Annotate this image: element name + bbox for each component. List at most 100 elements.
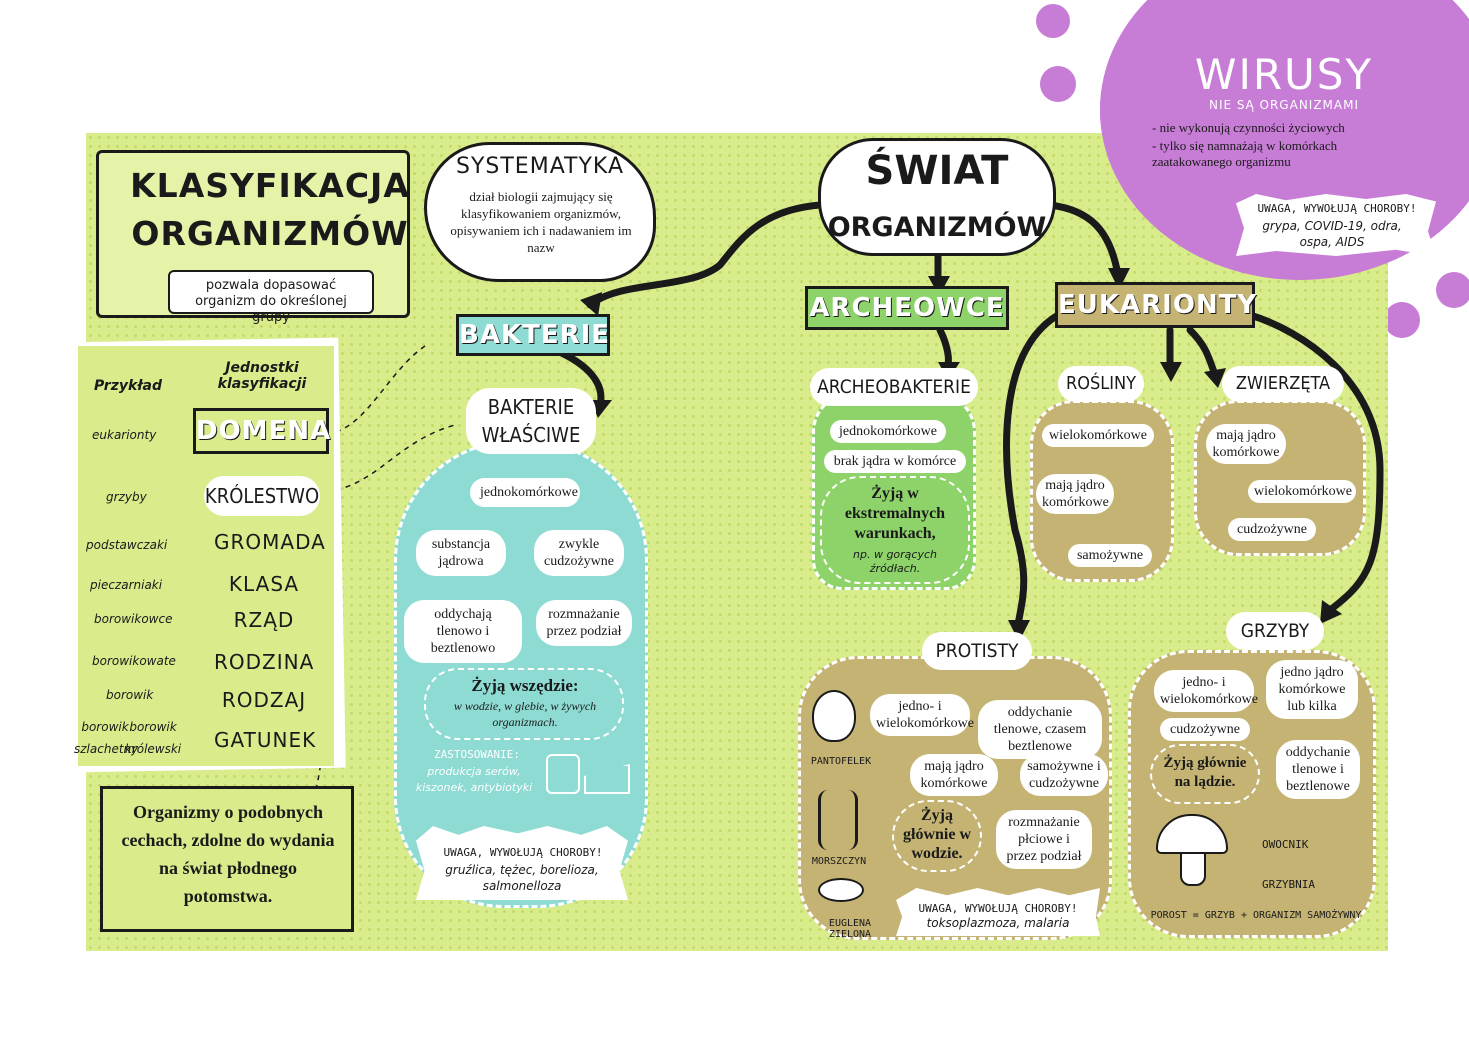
grzyby-habitat-ring xyxy=(1150,744,1260,804)
systematyka-cloud xyxy=(424,142,656,282)
protisty-feature: jedno- i wielokomórkowe xyxy=(870,694,974,736)
grzyby-name: GRZYBY xyxy=(1226,612,1324,650)
col-example-header: Przykład xyxy=(93,378,163,394)
bakterie-diseases: gruźlica, tężec, borelioza, salmonelloza xyxy=(445,863,599,893)
grzyby-feature: jedno jądro komórkowe lub kilka xyxy=(1266,660,1358,719)
rank-gatunek: GATUNEK xyxy=(214,728,317,752)
mushroom-stem-icon xyxy=(1180,852,1206,886)
wirusy-diseases: grypa, COVID-19, odra, ospa, AIDS xyxy=(1262,219,1402,249)
swiat-title-line1: ŚWIAT xyxy=(865,148,1009,194)
bakterie-feature: jednokomórkowe xyxy=(470,478,580,507)
protisty-example: EUGLENA ZIELONA xyxy=(828,918,872,940)
zwierzeta-name: ZWIERZĘTA xyxy=(1222,366,1344,402)
virus-spike-ball xyxy=(1040,66,1076,102)
wirusy-warning-burst xyxy=(1236,194,1436,256)
protisty-habitat-ring xyxy=(892,800,982,872)
porost-note: POROST = GRZYB + ORGANIZM SAMOŻYWNY xyxy=(1150,910,1362,921)
domain-archeowce: ARCHEOWCE xyxy=(805,286,1009,330)
grzyby-feature: cudzożywne xyxy=(1160,718,1250,741)
grzyby-feature: jedno- i wielokomórkowe xyxy=(1154,670,1258,712)
rank-rodzaj: RODZAJ xyxy=(221,688,307,712)
col-units-header: Jednostki klasyfikacji xyxy=(217,360,307,392)
species-definition-box xyxy=(100,786,354,932)
bakterie-habitat-text: w wodzie, w glebie, w żywych organizmach… xyxy=(453,699,597,729)
swiat-title-line2: ORGANIZMÓW xyxy=(827,212,1047,243)
archeo-habitat-title: Żyją w ekstremalnych warunkach, xyxy=(844,485,946,542)
wirusy-warning: UWAGA, WYWOŁUJĄ CHOROBY! xyxy=(1257,202,1417,215)
archeo-habitat-text: np. w gorących źródłach. xyxy=(853,548,937,575)
bakterie-habitat-ring xyxy=(424,668,624,740)
bakterie-warning: UWAGA, WYWOŁUJĄ CHOROBY! xyxy=(443,846,603,859)
example-krolestwo: grzyby xyxy=(106,490,147,504)
protisty-warning-burst xyxy=(896,888,1100,936)
protisty-name: PROTISTY xyxy=(922,632,1032,670)
bakterie-feature: substancja jądrowa xyxy=(416,530,506,576)
archeo-name: ARCHEOBAKTERIE xyxy=(810,368,978,406)
protisty-warning: UWAGA, WYWOŁUJĄ CHOROBY! xyxy=(918,902,1078,915)
page-title: KLASYFIKACJA ORGANIZMÓW xyxy=(130,166,410,253)
bakterie-feature: rozmnażanie przez podział xyxy=(536,600,632,646)
rosliny-feature: mają jądro komórkowe xyxy=(1036,474,1114,514)
systematyka-text: dział biologii zajmujący się klasyfikowa… xyxy=(450,189,632,255)
virus-spike-ball xyxy=(1036,4,1070,38)
example-gromada: podstawczaki xyxy=(86,538,168,552)
grzyby-habitat: Żyją głównie na lądzie. xyxy=(1163,755,1247,790)
protisty-feature: samożywne i cudzożywne xyxy=(1020,754,1108,796)
virus-spike-ball xyxy=(1436,272,1469,308)
domain-eukarionty: EUKARIONTY xyxy=(1055,282,1256,328)
example-gatunek-2: borowik królewski xyxy=(124,720,182,756)
protisty-feature: oddychanie tlenowe, czasem beztlenowe xyxy=(978,700,1102,759)
bakterie-feature: oddychają tlenowo i beztlenowo xyxy=(404,600,522,663)
rosliny-name: ROŚLINY xyxy=(1058,366,1144,402)
archeo-habitat-ring xyxy=(820,476,970,584)
bakterie-use-text: produkcja serów, kiszonek, antybiotyki xyxy=(415,765,533,794)
rank-rodzina: RODZINA xyxy=(214,650,315,674)
zwierzeta-feature: mają jądro komórkowe xyxy=(1206,424,1286,464)
protisty-feature: rozmnażanie płciowe i przez podział xyxy=(996,810,1092,869)
wirusy-subtitle: NIE SĄ ORGANIZMAMI xyxy=(1208,98,1360,112)
rank-krolestwo: KRÓLESTWO xyxy=(204,476,320,516)
bakterie-habitat-title: Żyją wszędzie: xyxy=(471,676,579,695)
species-definition: Organizmy o podobnych cechach, zdolne do… xyxy=(121,802,335,906)
example-gatunek: borowik szlachetny xyxy=(74,720,139,756)
protisty-example: MORSZCZYN xyxy=(811,856,867,867)
bakterie-feature: zwykle cudzożywne xyxy=(534,530,624,576)
rank-rzad: RZĄD xyxy=(233,608,295,632)
rank-domena: DOMENA xyxy=(193,408,330,454)
rosliny-feature: samożywne xyxy=(1068,544,1152,567)
protisty-feature: mają jądro komórkowe xyxy=(910,754,998,796)
wirusy-point1: - nie wykonują czynności życiowych xyxy=(1152,120,1345,135)
jar-icon xyxy=(546,754,580,794)
protisty-example: PANTOFELEK xyxy=(810,756,872,767)
bakterie-warning-burst xyxy=(416,826,628,900)
rank-klasa: KLASA xyxy=(228,572,300,596)
grzyby-part: OWOCNIK xyxy=(1262,838,1309,851)
wirusy-title: WIRUSY xyxy=(1194,50,1374,99)
example-rzad: borowikowce xyxy=(94,612,173,626)
swiat-cloud xyxy=(818,138,1056,256)
systematyka-title: SYSTEMATYKA xyxy=(456,154,624,179)
archeo-feature: brak jądra w komórce xyxy=(824,450,966,473)
pantofelek-icon xyxy=(812,690,856,742)
rosliny-feature: wielokomórkowe xyxy=(1042,424,1154,447)
grzyby-feature: oddychanie tlenowe i beztlenowe xyxy=(1276,740,1360,799)
euglena-icon xyxy=(818,878,864,902)
protisty-habitat: Żyją głównie w wodzie. xyxy=(903,807,971,862)
example-klasa: pieczarniaki xyxy=(90,578,163,592)
domain-bakterie: BAKTERIE xyxy=(456,314,610,356)
bakterie-use-title: ZASTOSOWANIE: xyxy=(433,748,521,761)
rank-gromada: GROMADA xyxy=(214,530,326,554)
header-subtitle: pozwala dopasować organizm do określonej… xyxy=(168,270,374,325)
bakterie-name: BAKTERIE WŁAŚCIWE xyxy=(466,388,596,454)
protisty-diseases: toksoplazmoza, malaria xyxy=(926,916,1070,930)
virus-spike-ball xyxy=(1384,302,1420,338)
wirusy-point2: - tylko się namnażają w komórkach zaatak… xyxy=(1152,138,1338,169)
example-rodzaj: borowik xyxy=(106,688,154,702)
zwierzeta-feature: cudzożywne xyxy=(1228,518,1316,541)
grzyby-part: GRZYBNIA xyxy=(1262,878,1315,891)
example-domena: eukarionty xyxy=(92,428,157,442)
archeo-feature: jednokomórkowe xyxy=(830,420,946,443)
example-rodzina: borowikowate xyxy=(92,654,176,668)
zwierzeta-feature: wielokomórkowe xyxy=(1248,480,1356,503)
morszczyn-icon xyxy=(818,790,858,850)
